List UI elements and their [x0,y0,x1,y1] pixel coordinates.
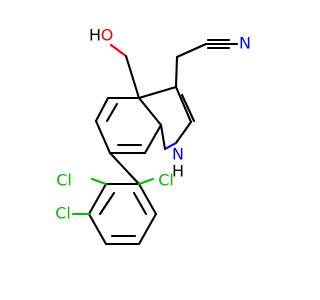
bond-c-c [137,85,178,100]
bond-c-c [94,119,112,155]
atom-labels: H O N N H Cl Cl Cl [55,26,251,223]
indole-nh-label: H [172,162,184,181]
bond-c-c [137,212,158,246]
bond-c-c [174,55,179,89]
molecule-canvas: H O N N H Cl Cl Cl [55,25,251,246]
aromatic-inner-bond [132,191,148,216]
bond-c-c [94,96,110,123]
bond-c-n [163,141,178,151]
aromatic-inner-bond [105,102,119,123]
bond-c-c [174,85,193,124]
bond-c-cl [137,177,155,186]
bond-c-c [108,151,141,186]
bond-layer [71,38,239,246]
bond-c-c [143,123,163,155]
bond-c-c [159,123,167,151]
bond-c-cl [90,177,108,186]
hydroxyl-o-label: O [101,26,114,45]
bond-c-c [174,120,193,145]
aromatic-inner-bond [98,191,116,216]
bond-c-c [87,212,108,246]
bond-c-c [124,54,141,100]
indole-n-label: N [172,145,184,164]
bond-o-c [109,43,128,58]
bond-c-c [175,42,208,59]
molecule-diagram: H O N N H Cl Cl Cl [55,26,251,246]
chlorine-top-right-label: Cl [158,171,174,190]
hydroxyl-h-label: H [89,26,101,45]
bond-c-c [137,182,158,216]
nitrile-n-label: N [239,34,251,53]
chlorine-bottom-left-label: Cl [55,204,71,223]
aromatic-inner-bond [180,93,196,123]
bond-c-c [137,96,163,127]
chlorine-top-left-label: Cl [56,171,72,190]
bond-c-c [87,182,108,216]
